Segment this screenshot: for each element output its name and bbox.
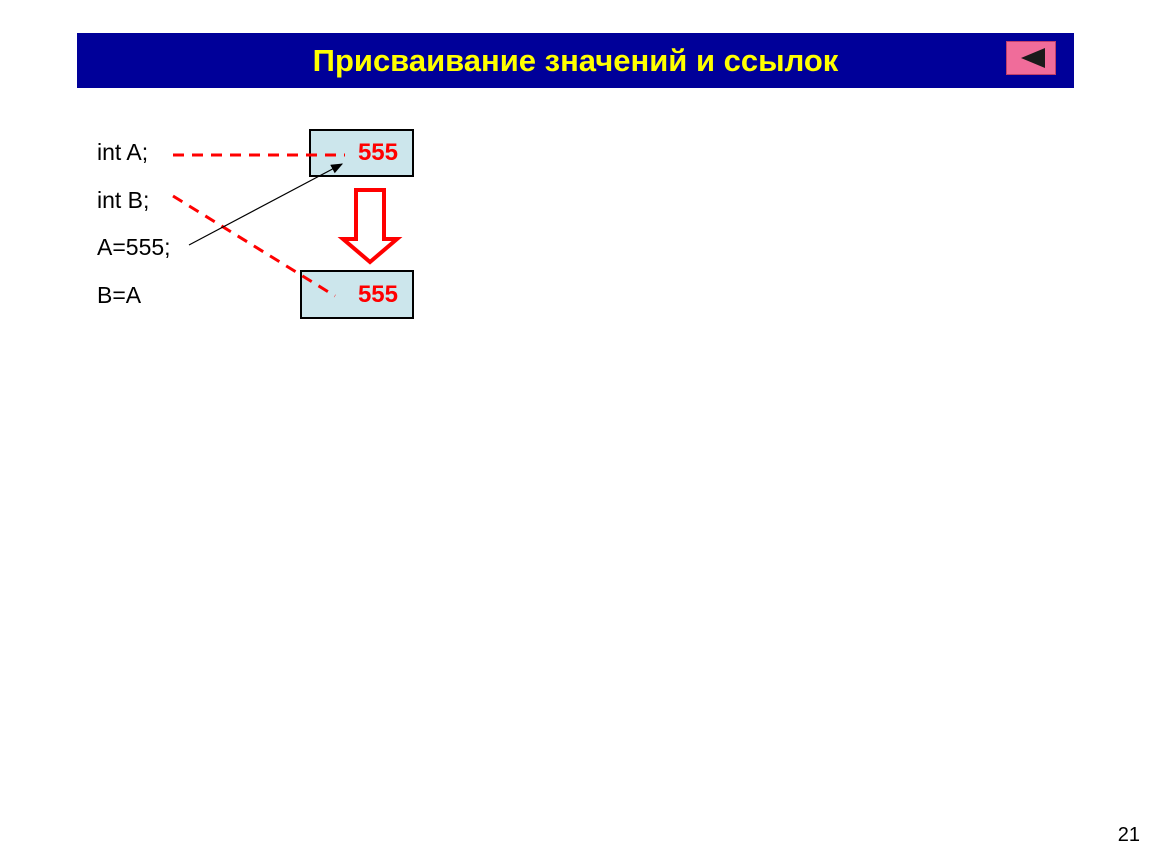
memory-cell-b: 555 [300,270,414,319]
copy-down-arrow-icon [337,188,403,265]
code-line-int-b: int B; [97,187,150,213]
memory-cell-a: 555 [309,129,414,177]
back-button[interactable] [1006,41,1056,75]
slide-number: 21 [1117,824,1140,846]
triangle-left-icon [1021,48,1045,68]
code-line-int-a: int A; [97,139,149,165]
code-line-assign-a: A=555; [97,234,171,260]
cell-b-value: 555 [357,280,398,308]
assignment-arrow [188,163,344,246]
title-bar: Присваивание значений и ссылок [77,33,1074,88]
reference-line-b [172,194,336,298]
code-line-assign-b: B=A [97,282,142,308]
cell-a-value: 555 [357,139,398,166]
slide-title: Присваивание значений и ссылок [312,43,839,78]
